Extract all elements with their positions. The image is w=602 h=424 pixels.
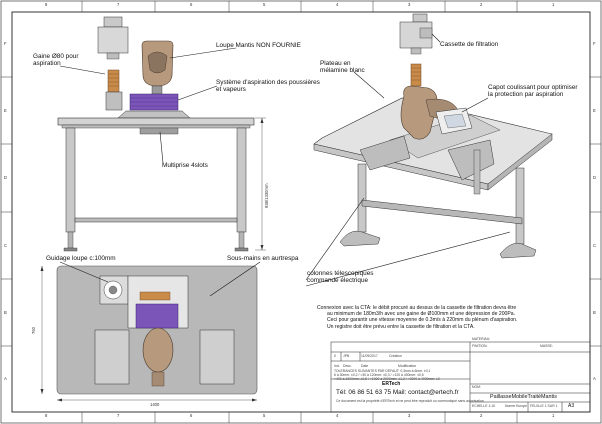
zone-number-bottom: 5 (263, 413, 266, 418)
note-line: Connexion avec la CTA: le débit procuré … (317, 305, 517, 311)
height-dimension: 938/1330mm (264, 183, 269, 208)
zone-number-top: 4 (336, 2, 339, 7)
gaine-label: Gaine Ø80 pour aspiration (33, 53, 79, 67)
zone-letter-right: C (593, 243, 597, 248)
colonnes-label: colonnes télescopiques commande électriq… (307, 270, 374, 284)
zone-number-top: 7 (117, 2, 120, 7)
zone-letter-right: B (593, 310, 596, 315)
sheet-number: FEUILLE 1 SUR 1 (530, 404, 558, 408)
cta-notes: Connexion avec la CTA: le débit procuré … (317, 305, 579, 330)
col-modif: Modification (398, 364, 417, 368)
zone-number-top: 8 (45, 2, 48, 7)
note-line: au minimum de 180m3/h avec une gaine de … (327, 311, 516, 318)
col-date: Date (361, 364, 369, 368)
zone-number-bottom: 3 (408, 413, 411, 418)
zone-letter-left: E (4, 108, 7, 113)
note-line: Ceci pour garantir une vitesse moyenne d… (327, 317, 518, 324)
tolerance-line: TOLERANCES SUIVANTES PAR DEFAUT: 0,3mm à… (334, 369, 431, 373)
zone-number-top: 5 (263, 2, 266, 7)
revision-status: Création (389, 354, 402, 358)
zone-number-bottom: 4 (336, 413, 339, 418)
zone-letter-right: A (593, 376, 596, 381)
zone-letter-left: C (4, 243, 8, 248)
zone-number-bottom: 1 (552, 413, 555, 418)
zone-number-bottom: 8 (45, 413, 48, 418)
zone-number-top: 6 (190, 2, 193, 7)
cassette-label: Cassette de filtration (440, 41, 499, 48)
col-desc: Desc. (343, 364, 352, 368)
zone-number-top: 3 (408, 2, 411, 7)
masse-label: MASSE: (540, 344, 553, 348)
zone-letter-right: E (593, 108, 596, 113)
revision-author: JPB (343, 354, 350, 358)
systeme-label: Système d'aspiration des poussières et v… (216, 79, 320, 93)
col-ind: Ind. (334, 364, 340, 368)
leader-lines (59, 33, 511, 297)
width-dimension: 1400 (150, 402, 160, 407)
title-block-frame (330, 341, 591, 413)
sheet-format: A3 (568, 403, 575, 409)
zone-letter-left: A (4, 376, 7, 381)
part-name: PaillasseMobileTraitéMantis (490, 394, 557, 400)
zone-number-bottom: 6 (190, 413, 193, 418)
legal-notice: Ce document est la propriété d'ERTech et… (336, 399, 484, 403)
front-view (57, 16, 266, 252)
zone-number-top: 2 (480, 2, 483, 7)
nom-label: NOM: (472, 385, 481, 389)
tolerance-line: 6 à 30mm: ±0,2 / >30 à 120mm: ±0,3 / >12… (334, 373, 424, 377)
sous-mains-label: Sous-mains en aurtrespa (227, 255, 299, 262)
materiau-label: MATERIAU: (472, 337, 491, 341)
revision-date: 11/09/2017 (361, 354, 378, 358)
top-view (40, 265, 258, 402)
zone-letter-right: F (593, 41, 596, 46)
zone-letter-left: F (4, 41, 7, 46)
zone-number-top: 1 (552, 2, 555, 7)
company-name: ERTech (382, 381, 401, 387)
projection-norm: Norme Europe (505, 404, 528, 408)
zone-number-bottom: 2 (480, 413, 483, 418)
revision-index: 0 (334, 354, 336, 358)
company-contact: Tél: 06 86 51 63 75 Mail: contact@ertech… (336, 389, 459, 396)
depth-dimension: 760 (31, 327, 36, 334)
zone-letter-left: B (4, 310, 7, 315)
multiprise-label: Multiprise 4slots (162, 162, 208, 169)
zone-letter-right: D (593, 175, 597, 180)
loupe-label: Loupe Mantis NON FOURNIE (216, 42, 301, 49)
iso-view (313, 13, 553, 259)
finition-label: FINITION: (472, 344, 488, 348)
note-line: Un registre doit être prévu entre la cas… (327, 323, 475, 330)
capot-label: Capot coulissant pour optimiser la prote… (488, 84, 578, 98)
plateau-label: Plateau en mélamine blanc (320, 60, 365, 74)
scale: ECHELLE 1:10 (472, 404, 495, 408)
guidage-label: Guidage loupe c:100mm (46, 255, 116, 262)
tolerance-line: >400 à 1000mm: ±0,8 / >1000 à 2000mm: ±1… (334, 377, 440, 381)
zone-number-bottom: 7 (117, 413, 120, 418)
zone-letter-left: D (4, 175, 8, 180)
